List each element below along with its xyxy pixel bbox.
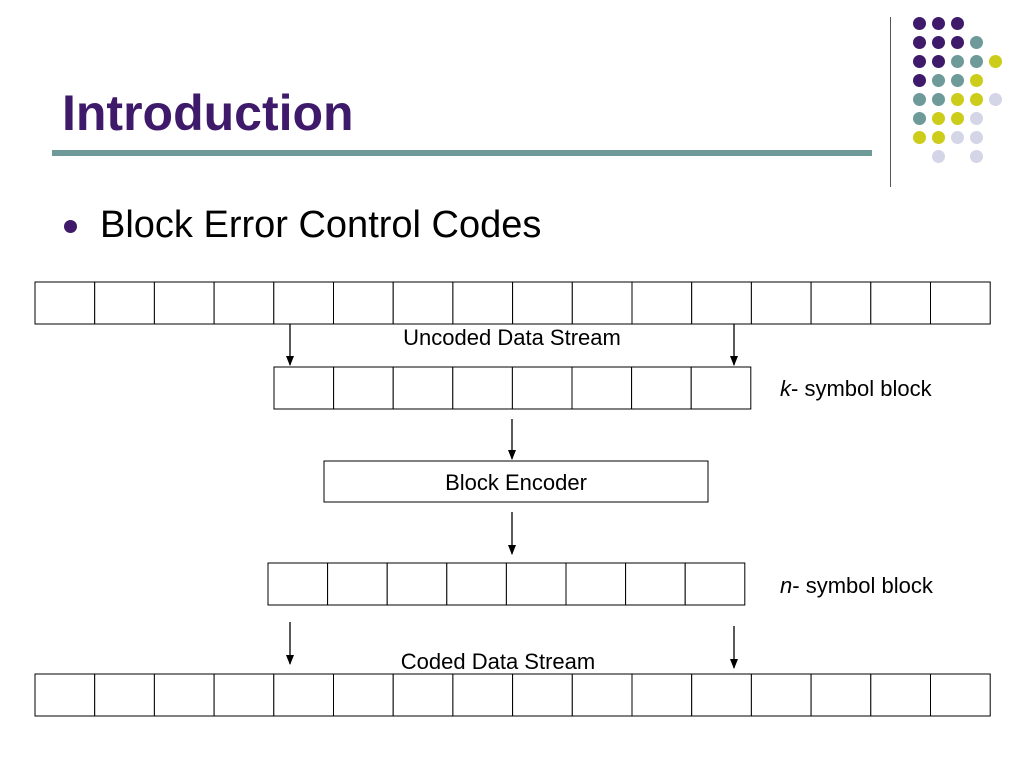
decorative-dot xyxy=(989,55,1002,68)
decorative-dot xyxy=(970,150,983,163)
symbol-cell xyxy=(571,281,633,325)
decorative-dot xyxy=(970,36,983,49)
block-encoder-box xyxy=(323,460,709,503)
block-encoder-label: Block Encoder xyxy=(445,470,587,495)
vertical-divider xyxy=(890,17,891,187)
symbol-cell xyxy=(446,562,507,606)
symbol-cell xyxy=(810,673,872,717)
decorative-dot xyxy=(970,112,983,125)
symbol-cell xyxy=(392,281,454,325)
decorative-dot xyxy=(932,112,945,125)
symbol-cell xyxy=(213,673,275,717)
symbol-cell xyxy=(333,673,394,717)
decorative-dot xyxy=(951,112,964,125)
decorative-dot xyxy=(951,131,964,144)
decorative-dot xyxy=(951,93,964,106)
symbol-cell xyxy=(690,366,752,410)
decorative-dot xyxy=(970,131,983,144)
decorative-dot xyxy=(951,17,964,30)
symbol-cell xyxy=(34,673,96,717)
symbol-cell xyxy=(273,281,334,325)
symbol-cell xyxy=(333,281,394,325)
decorative-dot xyxy=(932,150,945,163)
decorative-dot xyxy=(932,74,945,87)
symbol-cell xyxy=(571,673,633,717)
symbol-cell xyxy=(691,281,752,325)
decorative-dot xyxy=(913,17,926,30)
symbol-cell xyxy=(625,562,686,606)
decorative-dot xyxy=(932,131,945,144)
decorative-dot xyxy=(932,17,945,30)
symbol-cell xyxy=(452,366,513,410)
symbol-cell xyxy=(327,562,388,606)
symbol-cell xyxy=(333,366,394,410)
decorative-dot xyxy=(951,55,964,68)
title-underline xyxy=(52,150,872,156)
n-symbol-block-row xyxy=(267,562,746,606)
symbol-cell xyxy=(571,366,633,410)
symbol-cell xyxy=(386,562,448,606)
decorative-dot xyxy=(951,36,964,49)
symbol-cell xyxy=(631,673,693,717)
k-variable: k xyxy=(780,376,792,401)
decorative-dot xyxy=(932,93,945,106)
uncoded-data-stream-row xyxy=(34,281,991,325)
decorative-dot xyxy=(913,131,926,144)
symbol-cell xyxy=(512,673,573,717)
decorative-dot xyxy=(913,36,926,49)
symbol-cell xyxy=(684,562,746,606)
symbol-cell xyxy=(94,673,155,717)
uncoded-stream-label: Uncoded Data Stream xyxy=(403,325,621,350)
symbol-cell xyxy=(511,366,573,410)
decorative-dot xyxy=(970,93,983,106)
k-block-label: - symbol block xyxy=(791,376,933,401)
coded-stream-label: Coded Data Stream xyxy=(401,649,595,674)
symbol-cell xyxy=(930,673,991,717)
n-variable: n xyxy=(780,573,792,598)
decorative-dot xyxy=(970,55,983,68)
page-title: Introduction xyxy=(62,85,354,141)
symbol-cell xyxy=(452,281,514,325)
decorative-dot xyxy=(932,55,945,68)
symbol-cell xyxy=(94,281,155,325)
symbol-cell xyxy=(565,562,627,606)
symbol-cell xyxy=(870,673,931,717)
symbol-cell xyxy=(505,562,567,606)
symbol-cell xyxy=(631,366,692,410)
k-symbol-block-row xyxy=(273,366,752,410)
coded-data-stream-row xyxy=(34,673,991,717)
n-block-label: - symbol block xyxy=(792,573,934,598)
decorative-dot xyxy=(951,74,964,87)
bullet-marker xyxy=(64,220,77,233)
symbol-cell xyxy=(273,366,335,410)
symbol-cell xyxy=(452,673,514,717)
bullet-text: Block Error Control Codes xyxy=(100,204,542,246)
symbol-cell xyxy=(870,281,931,325)
symbol-cell xyxy=(512,281,573,325)
symbol-cell xyxy=(34,281,96,325)
symbol-cell xyxy=(213,281,275,325)
symbol-cell xyxy=(930,281,991,325)
svg-text:n- symbol block: n- symbol block xyxy=(780,573,934,598)
symbol-cell xyxy=(750,673,812,717)
symbol-cell xyxy=(153,281,215,325)
symbol-cell xyxy=(392,673,454,717)
symbol-cell xyxy=(392,366,454,410)
symbol-cell xyxy=(153,673,215,717)
decorative-dot xyxy=(913,55,926,68)
symbol-cell xyxy=(631,281,693,325)
decorative-dot xyxy=(932,36,945,49)
decorative-dot xyxy=(913,112,926,125)
decorative-dot xyxy=(913,74,926,87)
symbol-cell xyxy=(267,562,329,606)
decorative-dot xyxy=(913,93,926,106)
symbol-cell xyxy=(810,281,872,325)
decorative-dot xyxy=(970,74,983,87)
symbol-cell xyxy=(691,673,752,717)
decorative-dot xyxy=(989,93,1002,106)
symbol-cell xyxy=(750,281,812,325)
symbol-cell xyxy=(273,673,334,717)
svg-text:k- symbol block: k- symbol block xyxy=(780,376,933,401)
